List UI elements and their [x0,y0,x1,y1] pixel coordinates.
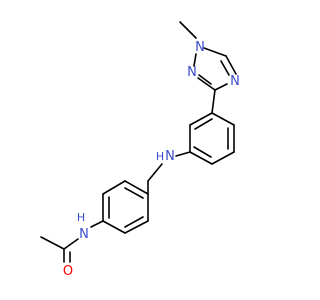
bond-ringA-4 [189,151,213,165]
bond-ring-amide-n [90,220,104,228]
atom-n-triazole-right: N [230,74,240,89]
bond-nh-ch2 [147,163,163,182]
bond-ring-nh [175,151,191,157]
bond-ringB-1-inner [124,187,144,199]
bond-triazole-n1-c5 [203,47,227,57]
bond-ringB-5 [124,220,149,234]
bond-ringB-1 [124,180,149,195]
bond-triazole-c3-n2-inner [198,74,212,85]
bond-ringA-6 [189,112,213,126]
atom-labels: N N N H N H N O [63,40,240,279]
bond-triazole-c5-n4-inner [220,60,230,76]
bond-ringB-5-inner [124,216,144,228]
molecule-structure: N N N H N H N O [0,0,300,300]
bonds [40,21,237,263]
atom-amide-h: H [77,211,85,224]
bond-triazole-n2-n1 [193,53,197,67]
atom-amide-n: N [79,227,89,242]
bond-triazole-c3-n2 [197,77,216,91]
atom-amine-h: H [156,150,164,163]
bond-methyl-n [179,21,197,39]
bond-ringB-2 [102,180,126,195]
bond-ringA-6-inner [194,118,213,130]
bond-triazole-phenyl [211,89,216,114]
bond-amide-n-c [63,238,79,250]
atom-n-triazole-left: N [187,65,197,80]
bond-triazole-n4-c3 [214,83,228,91]
atom-amine-n: N [165,149,175,164]
bond-ringA-4-inner [193,146,212,158]
atom-carbonyl-o: O [63,264,73,279]
bond-carbonyl-methyl [40,236,65,250]
canvas-background [0,0,300,300]
bond-triazole-c5-n4 [225,55,237,75]
atom-n-methyl: N [195,40,205,55]
bond-ringA-3 [211,151,235,165]
bond-ringB-4 [102,220,126,234]
bond-ringA-1 [211,112,235,126]
